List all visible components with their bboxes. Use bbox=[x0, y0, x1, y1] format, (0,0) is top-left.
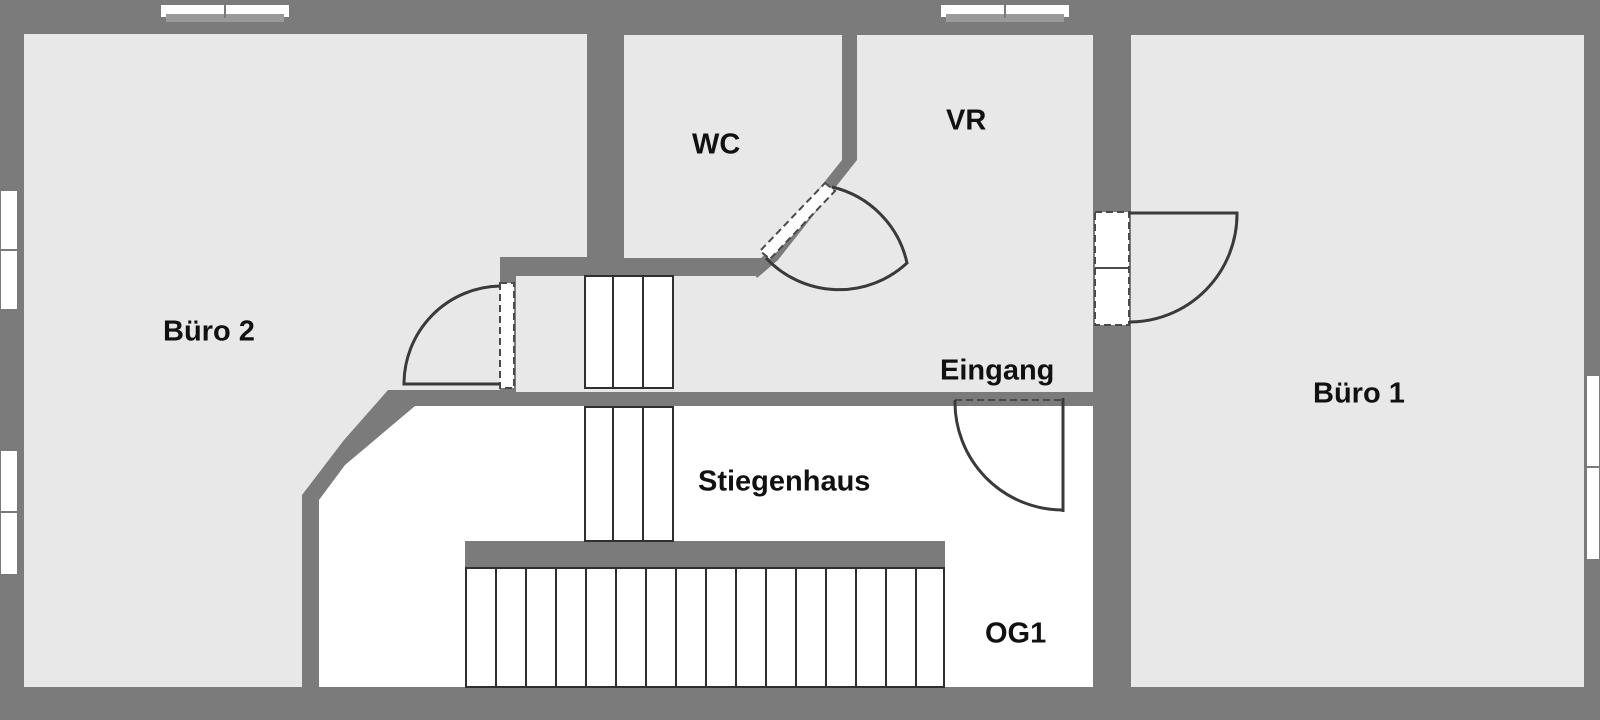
wall-wc-vr-diagonal bbox=[750, 35, 857, 278]
door-buero-2[interactable] bbox=[402, 282, 515, 389]
label-og1: OG1 bbox=[985, 618, 1046, 650]
stair-lower bbox=[465, 567, 945, 688]
window-right bbox=[1585, 374, 1600, 561]
label-wc: WC bbox=[692, 129, 740, 161]
window-left-upper bbox=[0, 189, 19, 311]
window-top-right bbox=[939, 3, 1071, 22]
door-eingang[interactable] bbox=[953, 398, 1065, 512]
label-eingang: Eingang bbox=[940, 355, 1054, 387]
stair-upper bbox=[584, 275, 674, 389]
window-left-lower bbox=[0, 449, 19, 576]
stair-middle bbox=[584, 406, 674, 542]
door-buero-1[interactable] bbox=[1094, 211, 1239, 326]
room-buero-2[interactable] bbox=[24, 34, 587, 687]
label-vr: VR bbox=[946, 105, 986, 137]
wall-stair-landing bbox=[465, 541, 945, 568]
label-buero-1: Büro 1 bbox=[1313, 378, 1405, 410]
door-wc[interactable] bbox=[758, 181, 909, 292]
label-buero-2: Büro 2 bbox=[163, 316, 255, 348]
label-stiegenhaus: Stiegenhaus bbox=[698, 466, 870, 498]
room-buero-1[interactable] bbox=[1131, 35, 1584, 687]
window-top-left bbox=[159, 3, 291, 22]
